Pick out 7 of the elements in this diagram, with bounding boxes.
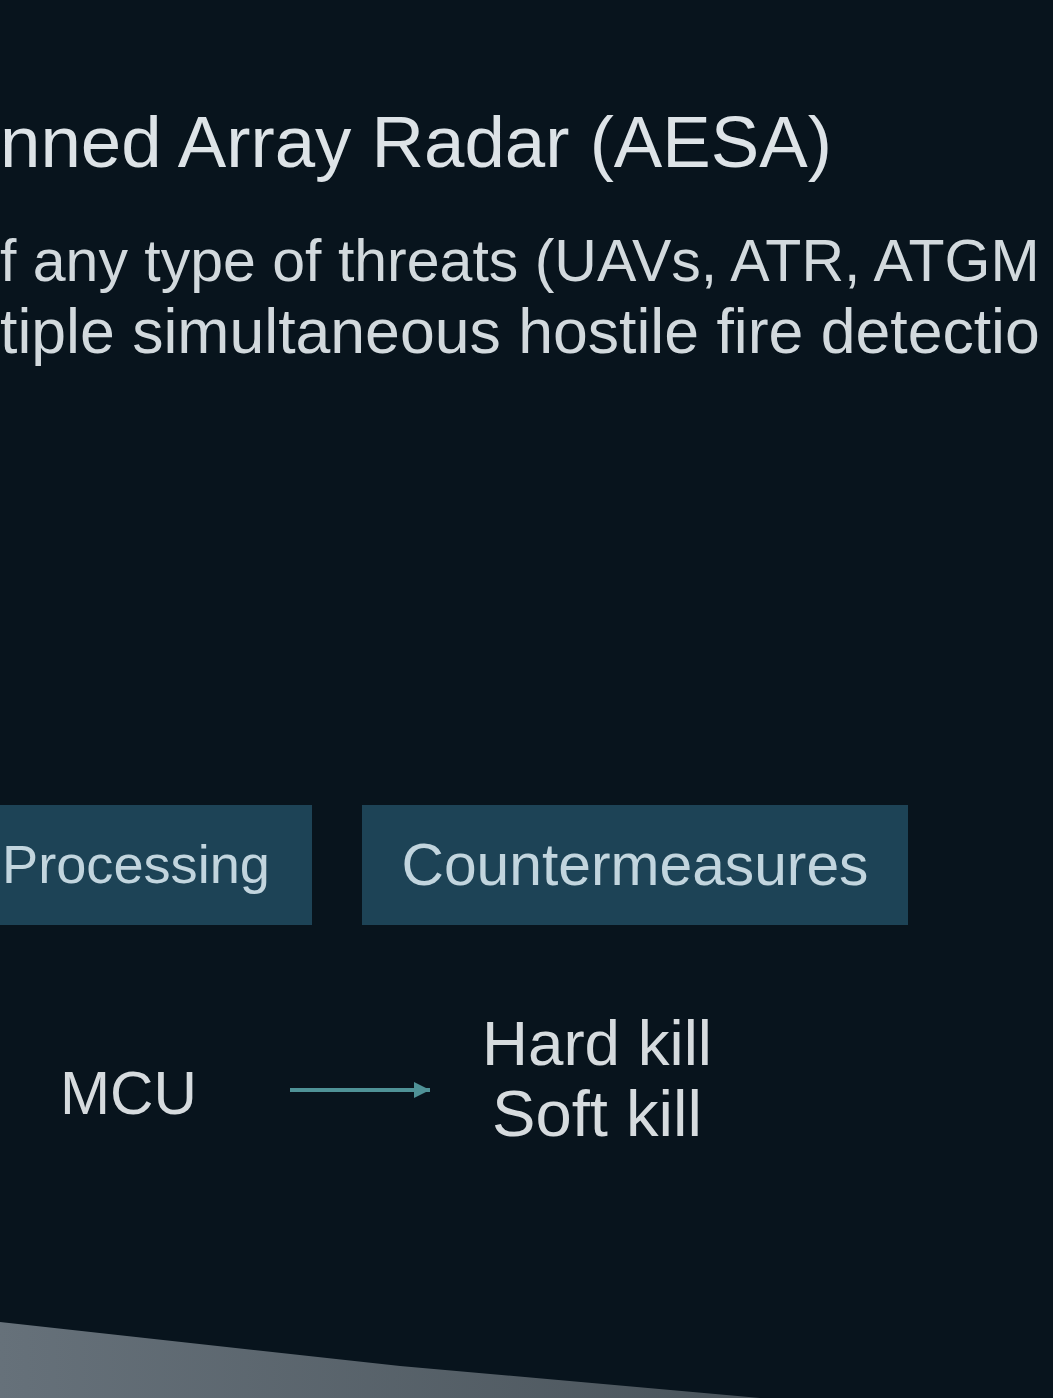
slide-title: nned Array Radar (AESA) bbox=[0, 100, 832, 184]
section-header: Processing bbox=[0, 805, 312, 925]
subtitle-text: tiple simultaneous hostile fire detectio bbox=[0, 295, 1040, 368]
subtitle-text: f any type of threats (UAVs, ATR, ATGM bbox=[0, 227, 1040, 296]
node-text: MCU bbox=[60, 1059, 197, 1129]
section-header: Countermeasures bbox=[362, 805, 908, 925]
arrow bbox=[290, 1082, 430, 1098]
